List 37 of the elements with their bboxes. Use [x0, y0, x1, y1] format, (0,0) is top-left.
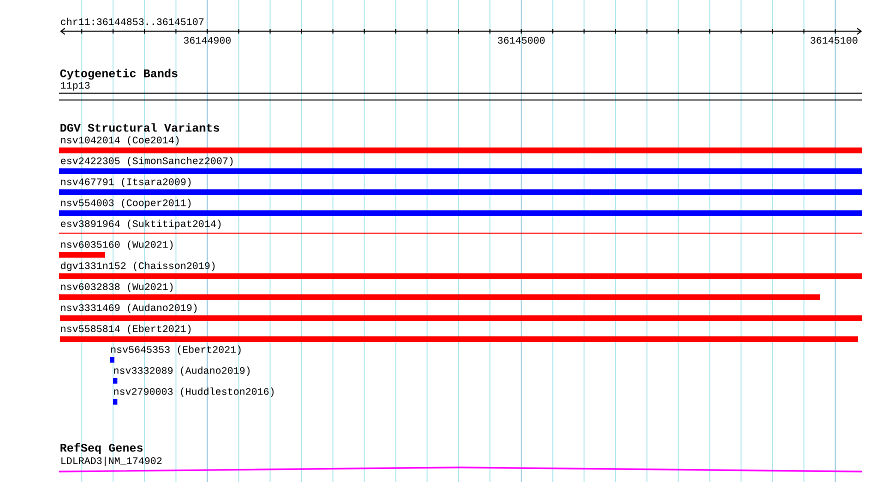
feature-bar — [113, 399, 118, 405]
track-title: DGV Structural Variants — [60, 123, 220, 132]
band-label: 11p13 — [61, 82, 90, 91]
feature-line — [59, 232, 862, 234]
tick-label: 36144900 — [184, 36, 231, 44]
feature-bar — [59, 252, 105, 258]
feature-label: nsv467791 (Itsara2009) — [61, 178, 191, 188]
tick-label: 36145100 — [810, 36, 858, 44]
feature-label: esv3891964 (Suktitipat2014) — [60, 220, 221, 230]
feature-label: nsv5645353 (Ebert2021) — [111, 346, 241, 355]
feature-label: nsv554003 (Cooper2011) — [61, 198, 191, 208]
feature-label: nsv6035160 (Wu2021) — [61, 240, 173, 250]
feature-bar — [60, 315, 862, 321]
feature-bar — [60, 336, 858, 342]
feature-label: nsv1042014 (Coe2014) — [61, 136, 179, 146]
cytoband — [58, 92, 862, 100]
location-label: chr11:36144853..36145107 — [60, 18, 204, 26]
feature-bar — [59, 294, 820, 300]
feature-label: nsv3331469 (Audano2019) — [61, 304, 197, 314]
feature-label: esv2422305 (SimonSanchez2007) — [60, 156, 233, 166]
feature-bar — [59, 273, 862, 279]
tick-label: 36145000 — [498, 36, 545, 44]
feature-label: nsv3332089 (Audano2019) — [114, 366, 250, 376]
gene-label: LDLRAD3|NM_174902 — [61, 456, 162, 466]
gene-line — [59, 466, 862, 472]
feature-label: nsv2790003 (Huddleston2016) — [114, 388, 274, 397]
feature-bar — [59, 148, 862, 154]
feature-bar — [59, 210, 862, 216]
feature-bar — [59, 189, 862, 195]
feature-bar — [113, 378, 118, 384]
feature-label: nsv6032838 (Wu2021) — [61, 282, 173, 292]
feature-label: dgv1331n152 (Chaisson2019) — [60, 262, 215, 272]
feature-bar — [59, 168, 862, 174]
feature-label: nsv5585814 (Ebert2021) — [61, 324, 191, 334]
track-title: Cytogenetic Bands — [60, 68, 178, 80]
track-title: RefSeq Genes — [60, 443, 143, 454]
feature-bar — [110, 357, 114, 363]
